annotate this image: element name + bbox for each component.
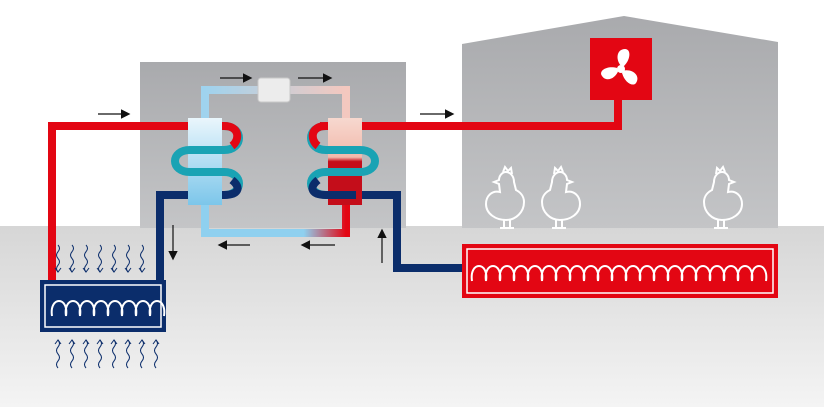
chicken-icon [540, 164, 582, 229]
compressor [257, 77, 291, 103]
condenser-coil-hot [308, 122, 327, 150]
evaporator-coil-hot [223, 122, 242, 150]
chickens [484, 164, 744, 229]
wavy-arrow-icon [54, 339, 160, 369]
condenser-tank [328, 118, 362, 205]
evaporator-coil-cold [223, 176, 242, 199]
pipe-cold-right [356, 191, 466, 272]
pipe-hot-right [320, 96, 622, 130]
pipe-hot-left [48, 122, 224, 282]
chicken-icon [702, 164, 744, 229]
evaporator-tank [188, 118, 222, 205]
wavy-arrow-icon [54, 244, 146, 273]
floor-heater [462, 244, 778, 298]
condenser-coil-cold [308, 176, 356, 199]
arrow-icon [98, 73, 455, 263]
coil-icon [470, 265, 768, 282]
fan-icon [590, 38, 652, 100]
refrigerant-bottom [201, 205, 350, 237]
chicken-icon [484, 164, 526, 229]
coil-icon [50, 300, 166, 317]
outdoor-collector [40, 280, 166, 332]
